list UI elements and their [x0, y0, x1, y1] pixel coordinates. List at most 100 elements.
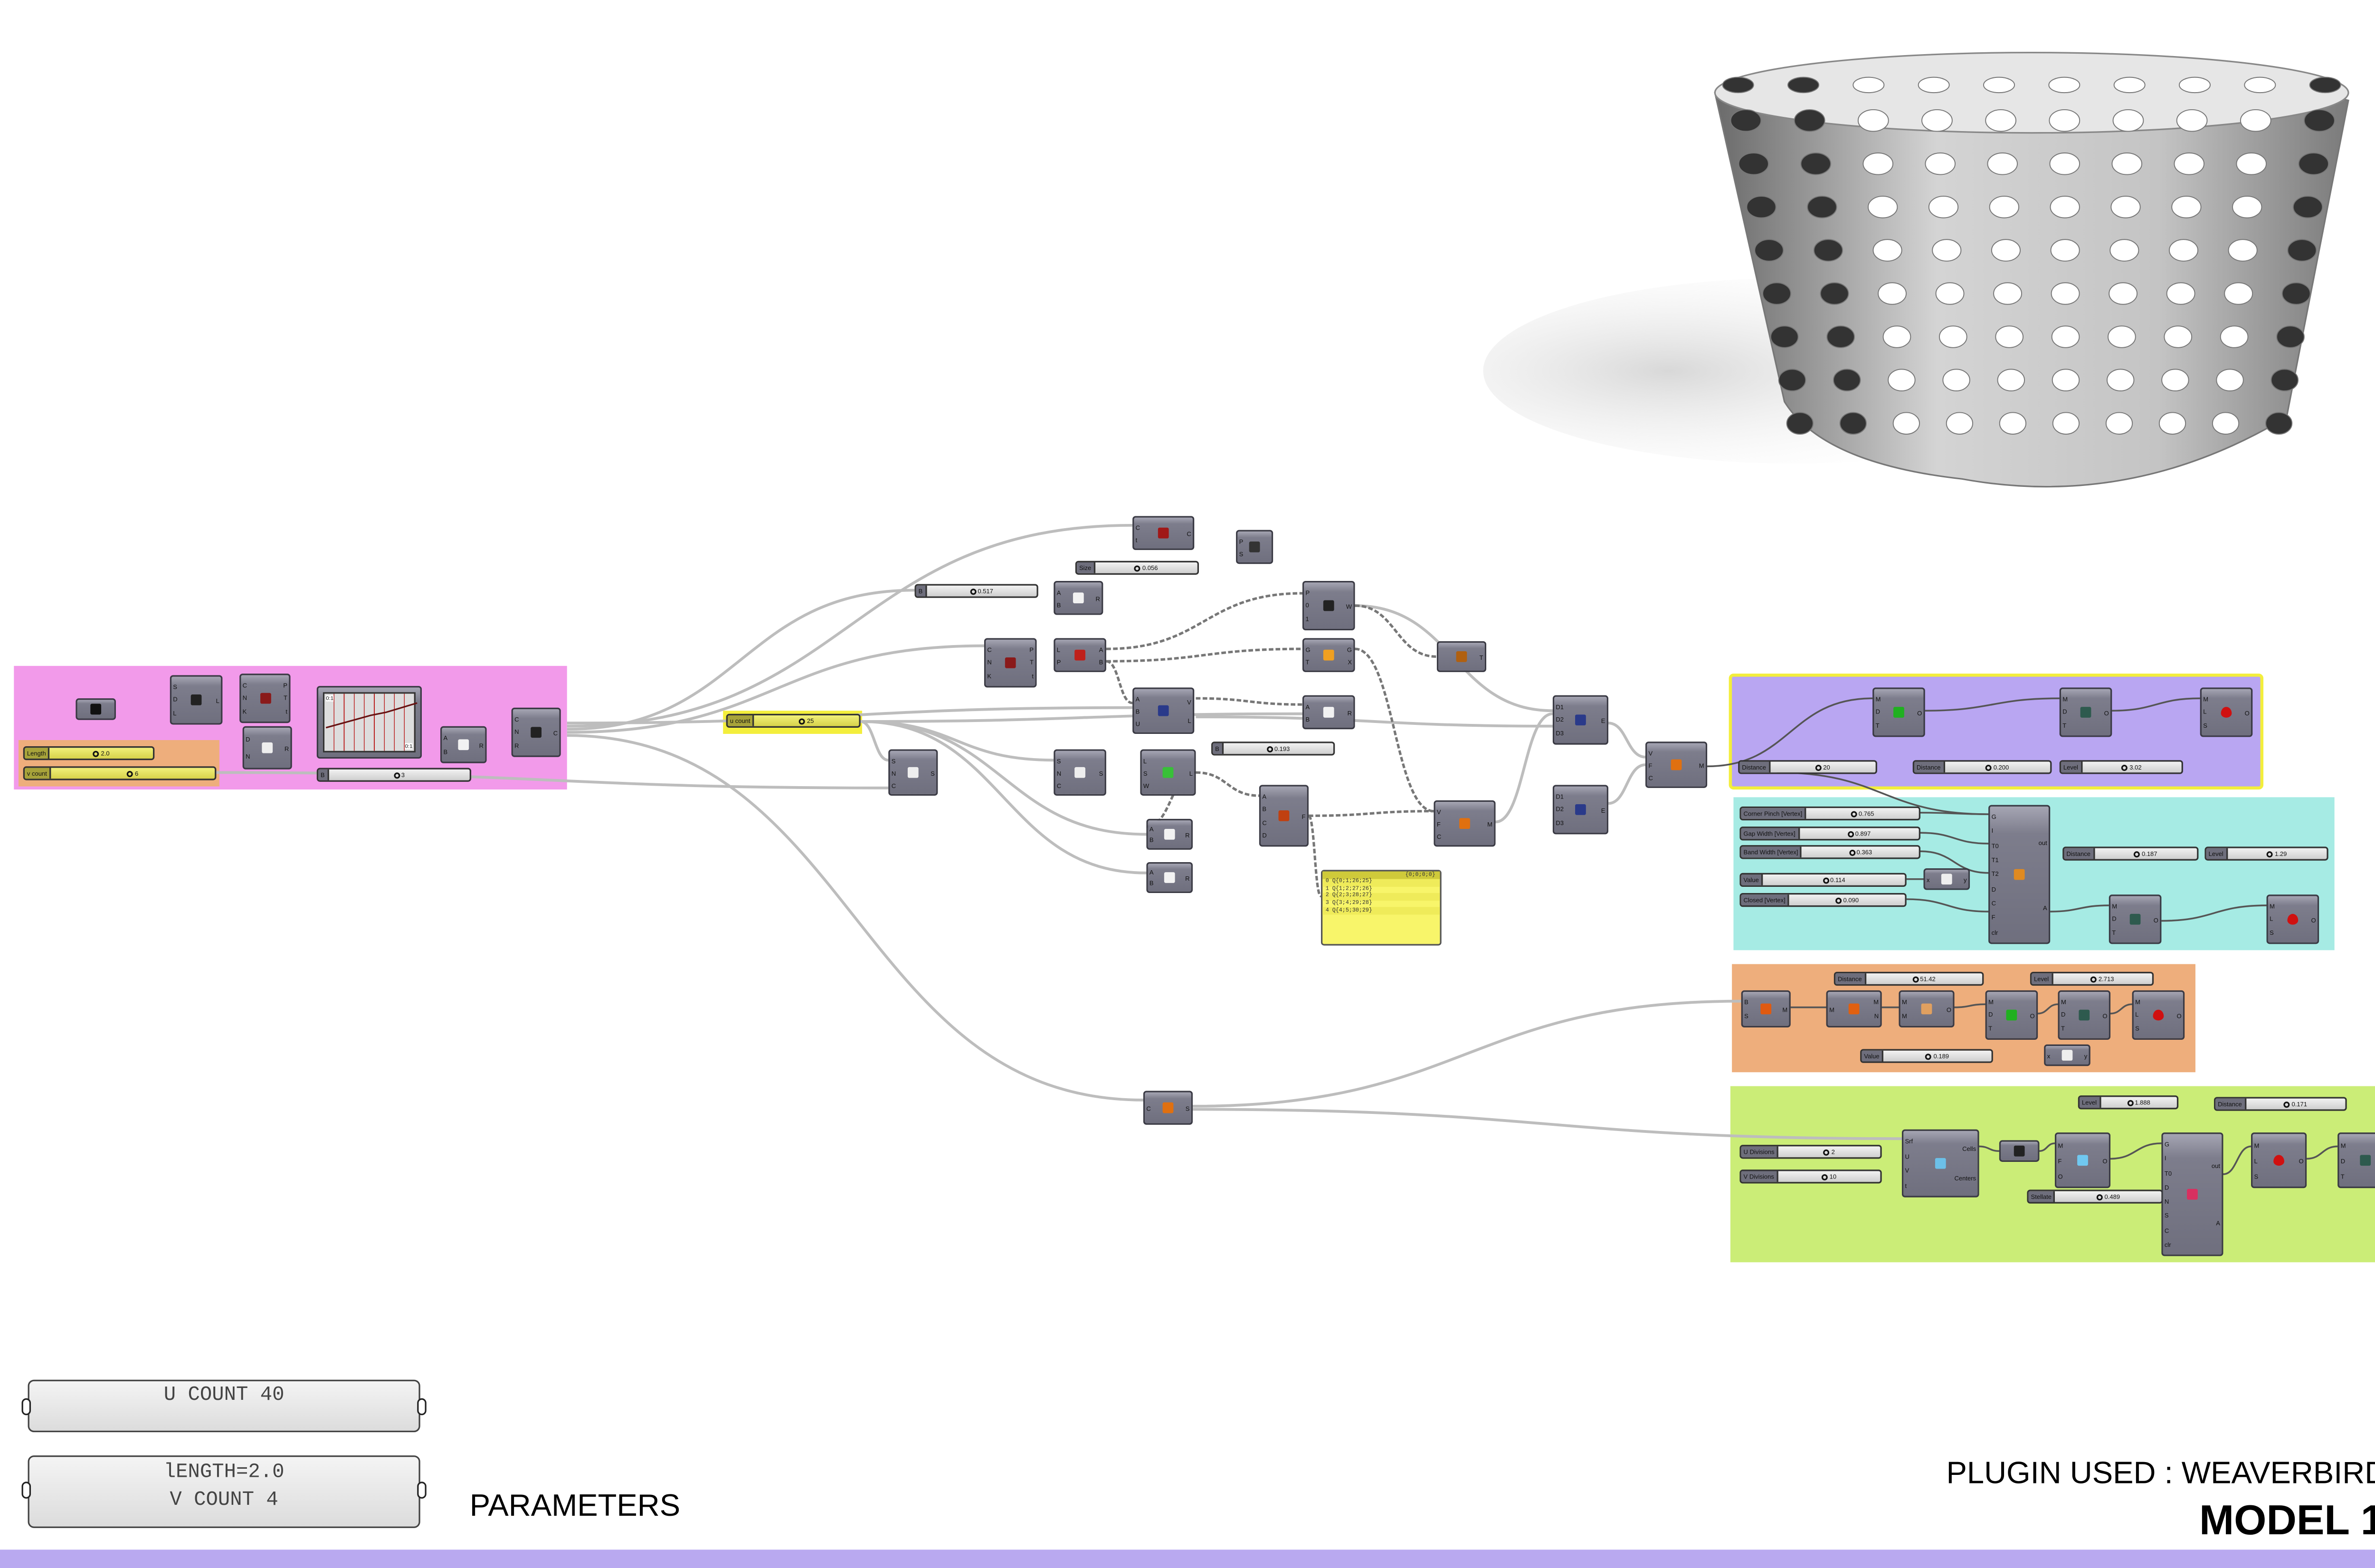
slider-value[interactable]: 0.897: [1799, 828, 1919, 839]
input-param[interactable]: C: [987, 646, 992, 654]
input-param[interactable]: B: [1262, 805, 1267, 813]
graph-icon[interactable]: 0:1 0:1: [323, 692, 418, 753]
input-param[interactable]: F: [1436, 819, 1441, 827]
output-param[interactable]: R: [1185, 830, 1190, 838]
input-param[interactable]: S: [2254, 1172, 2259, 1180]
input-param[interactable]: C: [1648, 773, 1653, 781]
input-param[interactable]: M: [1875, 695, 1881, 703]
input-param[interactable]: B: [1135, 707, 1140, 715]
slider-value[interactable]: 2.713: [2052, 973, 2152, 984]
output-param[interactable]: L: [216, 696, 219, 704]
output-param[interactable]: O: [2102, 1011, 2108, 1019]
output-param[interactable]: T: [284, 694, 287, 703]
input-param[interactable]: U: [1135, 719, 1140, 727]
input-param[interactable]: D3: [1556, 819, 1564, 827]
input-param[interactable]: A: [1056, 588, 1061, 596]
input-param[interactable]: R: [514, 741, 519, 750]
output-param[interactable]: M: [1487, 819, 1493, 827]
input-param[interactable]: M: [2340, 1141, 2346, 1149]
output-param[interactable]: T: [1030, 659, 1034, 667]
slider-value[interactable]: 0.189: [1883, 1051, 1992, 1062]
slider-value[interactable]: 2.0: [50, 748, 153, 759]
input-param[interactable]: P: [1305, 588, 1310, 596]
input-param[interactable]: I: [2164, 1154, 2166, 1163]
input-param[interactable]: x: [1926, 875, 1930, 883]
input-param[interactable]: O: [2058, 1172, 2063, 1180]
input-param[interactable]: A: [1305, 702, 1310, 710]
input-param[interactable]: C: [514, 715, 519, 723]
input-param[interactable]: P: [1239, 537, 1244, 545]
slider-value[interactable]: 1.29: [2227, 848, 2327, 859]
input-param[interactable]: C: [2164, 1226, 2169, 1234]
input-param[interactable]: D: [1875, 708, 1881, 716]
input-param[interactable]: S: [2270, 929, 2274, 937]
output-param[interactable]: O: [2299, 1156, 2304, 1164]
input-param[interactable]: D: [173, 696, 178, 704]
input-param[interactable]: D1: [1556, 703, 1564, 711]
slider-value[interactable]: 0.056: [1095, 562, 1197, 573]
input-param[interactable]: T: [2340, 1172, 2345, 1180]
slider-value[interactable]: 0.489: [2055, 1191, 2161, 1202]
input-param[interactable]: T2: [1991, 870, 1999, 879]
input-param[interactable]: C: [1135, 523, 1140, 531]
input-param[interactable]: B: [1149, 879, 1154, 887]
input-param[interactable]: G: [1991, 813, 1996, 821]
input-param[interactable]: M: [2254, 1141, 2260, 1149]
output-param[interactable]: T: [1479, 653, 1483, 661]
input-param[interactable]: t: [1135, 535, 1138, 543]
input-param[interactable]: V: [1436, 807, 1441, 815]
input-param[interactable]: Srf: [1905, 1137, 1913, 1145]
input-param[interactable]: T: [2062, 722, 2067, 730]
input-param[interactable]: G: [2164, 1140, 2170, 1149]
input-param[interactable]: T0: [2164, 1169, 2172, 1177]
input-param[interactable]: M: [2135, 998, 2140, 1006]
input-param[interactable]: A: [443, 733, 448, 742]
input-param[interactable]: S: [1056, 756, 1061, 764]
output-param[interactable]: F: [1302, 812, 1306, 820]
slider-value[interactable]: 0.171: [2246, 1099, 2346, 1110]
input-param[interactable]: D: [2062, 708, 2067, 716]
input-param[interactable]: B: [1744, 998, 1748, 1006]
output-param[interactable]: L: [1188, 716, 1191, 724]
output-param[interactable]: R: [1185, 874, 1190, 882]
note-length-vcount[interactable]: lENGTH=2.0 V COUNT 4: [21, 1455, 427, 1528]
slider-value[interactable]: 20: [1770, 762, 1876, 773]
output-param[interactable]: out: [2038, 838, 2047, 846]
input-param[interactable]: S: [1239, 549, 1244, 557]
slider-value[interactable]: 0.187: [2094, 848, 2197, 859]
output-param[interactable]: R: [1347, 708, 1352, 716]
input-param[interactable]: C: [242, 681, 247, 689]
slider-value[interactable]: 0.517: [926, 586, 1036, 597]
input-param[interactable]: F: [1991, 913, 1995, 922]
input-param[interactable]: D: [2164, 1183, 2169, 1191]
input-param[interactable]: T0: [1991, 842, 1999, 850]
input-param[interactable]: N: [2164, 1197, 2169, 1206]
